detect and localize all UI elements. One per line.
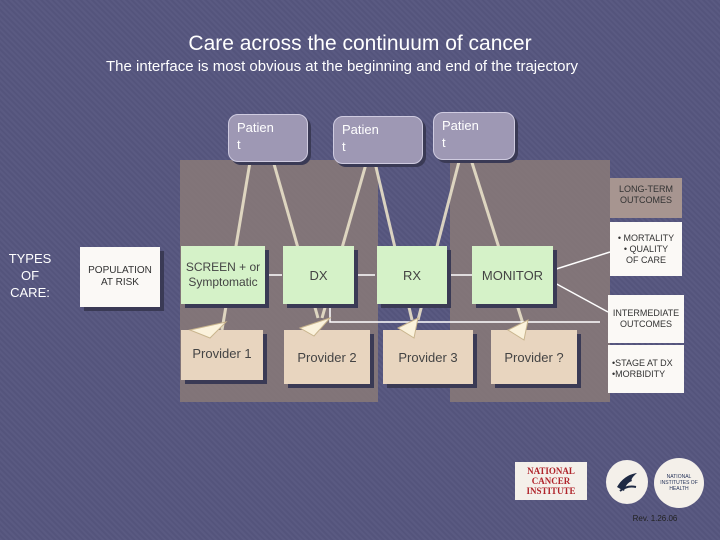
provider-1-box: Provider 1 bbox=[181, 330, 263, 380]
provider-1-label: Provider 1 bbox=[192, 346, 252, 361]
provider-3-label: Provider 3 bbox=[398, 349, 458, 365]
screen-step: SCREEN + or Symptomatic bbox=[181, 246, 265, 304]
long-term-outcomes-box: • MORTALITY • QUALITY OF CARE bbox=[610, 222, 682, 276]
intermediate-outcomes-title: INTERMEDIATE OUTCOMES bbox=[612, 308, 680, 329]
nci-logo-text: NATIONAL CANCER INSTITUTE bbox=[526, 466, 576, 496]
nci-logo: NATIONAL CANCER INSTITUTE bbox=[515, 462, 587, 500]
intermediate-outcomes-box: INTERMEDIATE OUTCOMES bbox=[608, 295, 684, 343]
rx-step: RX bbox=[377, 246, 447, 304]
hhs-eagle-logo bbox=[606, 460, 648, 504]
dx-step: DX bbox=[283, 246, 354, 304]
provider-2-box: Provider 2 bbox=[284, 330, 370, 384]
types-of-care-label: TYPES OF CARE: bbox=[8, 251, 52, 300]
intermediate-outcomes-items-box: •STAGE AT DX •MORBIDITY bbox=[608, 345, 684, 393]
nih-logo-text: NATIONAL INSTITUTES OF HEALTH bbox=[660, 474, 698, 492]
provider-unknown-box: Provider ? bbox=[491, 330, 577, 384]
population-at-risk-label: POPULATION AT RISK bbox=[88, 265, 152, 288]
long-term-outcomes-items: • MORTALITY • QUALITY OF CARE bbox=[617, 232, 675, 265]
rx-step-label: RX bbox=[402, 267, 422, 283]
intermediate-outcomes-items: •STAGE AT DX •MORBIDITY bbox=[612, 358, 673, 379]
provider-unknown-label: Provider ? bbox=[504, 349, 564, 365]
provider-2-label: Provider 2 bbox=[297, 349, 357, 365]
patient-bubble-2: Patien t bbox=[333, 116, 423, 164]
screen-step-label: SCREEN + or Symptomatic bbox=[185, 260, 261, 289]
patient-bubble-1: Patien t bbox=[228, 114, 308, 162]
page-subtitle: The interface is most obvious at the beg… bbox=[106, 58, 578, 75]
long-term-outcomes-area bbox=[610, 178, 682, 218]
population-at-risk-box: POPULATION AT RISK bbox=[80, 247, 160, 307]
nih-logo: NATIONAL INSTITUTES OF HEALTH bbox=[654, 458, 704, 508]
revision-label: Rev. 1.26.06 bbox=[632, 514, 678, 523]
long-term-outcomes-title: LONG-TERM OUTCOMES bbox=[619, 184, 673, 205]
patient-bubble-3: Patien t bbox=[433, 112, 515, 160]
eagle-icon bbox=[617, 473, 637, 492]
monitor-step: MONITOR bbox=[472, 246, 553, 304]
page-title: Care across the continuum of cancer bbox=[188, 32, 532, 55]
provider-3-box: Provider 3 bbox=[383, 330, 473, 384]
monitor-step-label: MONITOR bbox=[481, 267, 544, 283]
dx-step-label: DX bbox=[309, 267, 328, 283]
